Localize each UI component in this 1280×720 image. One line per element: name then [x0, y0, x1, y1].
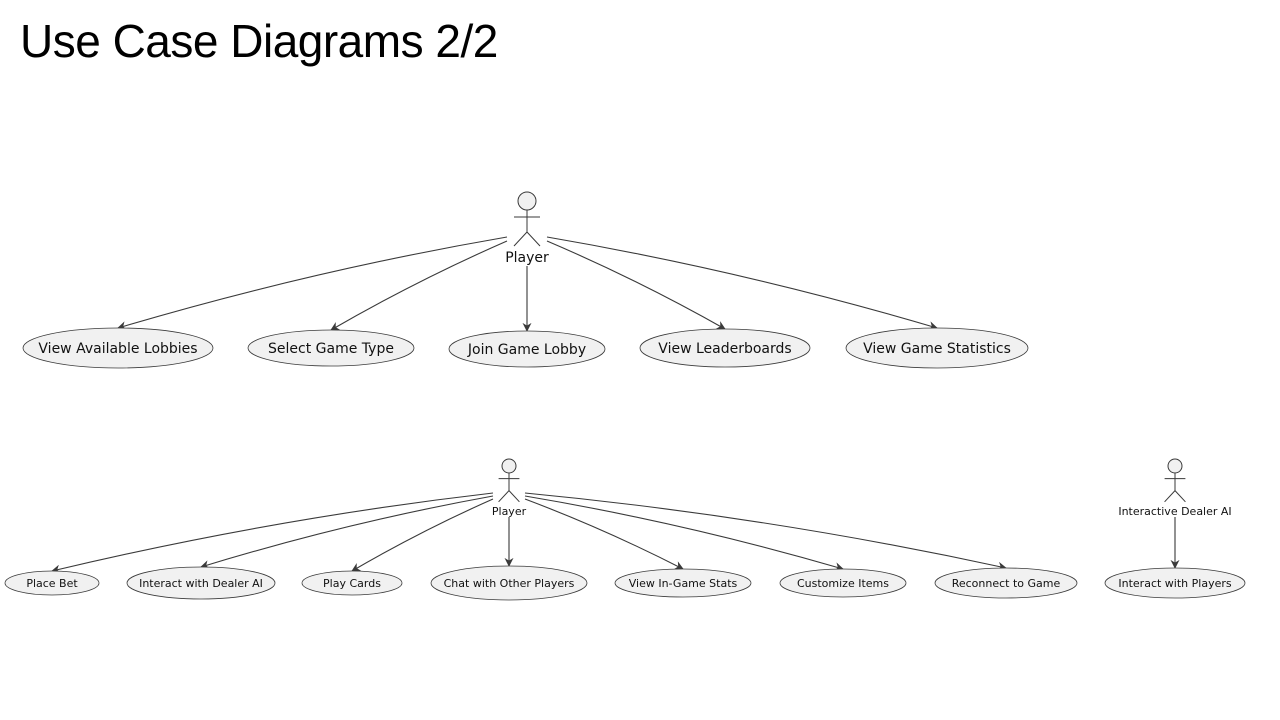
use-case-customize-items: Customize Items [779, 568, 907, 598]
use-case-label: View Available Lobbies [38, 341, 197, 357]
use-case-place-bet: Place Bet [4, 570, 100, 596]
association-arrow [546, 236, 938, 331]
use-case-reconnect-to-game: Reconnect to Game [934, 567, 1078, 599]
use-case-label: Interact with Dealer AI [139, 577, 263, 590]
use-case-label: Select Game Type [268, 341, 394, 357]
use-case-view-game-statistics: View Game Statistics [845, 327, 1029, 369]
use-case-join-game-lobby: Join Game Lobby [448, 330, 606, 368]
actor-name: Player [505, 250, 549, 266]
use-case-label: Chat with Other Players [444, 577, 575, 590]
association-arrow [330, 240, 508, 331]
use-case-label: Customize Items [797, 577, 889, 590]
use-case-ellipse [430, 565, 588, 601]
use-case-label: Join Game Lobby [467, 342, 586, 358]
use-case-ellipse [934, 567, 1078, 599]
actor-interactive-dealer-ai: Interactive Dealer AI [1118, 458, 1232, 518]
use-case-ellipse [4, 570, 100, 596]
use-case-label: View Leaderboards [658, 341, 791, 357]
actor-figure-icon [513, 210, 541, 247]
use-case-ellipse [1104, 567, 1246, 599]
use-case-select-game-type: Select Game Type [247, 329, 415, 367]
actor-head-icon [517, 191, 537, 211]
use-case-label: Interact with Players [1118, 577, 1231, 590]
use-case-label: Reconnect to Game [952, 577, 1061, 590]
association-arrow [524, 492, 1007, 571]
use-case-ellipse [247, 329, 415, 367]
association-arrow [524, 495, 844, 572]
association-arrow [524, 498, 684, 570]
use-case-interact-with-dealer-ai: Interact with Dealer AI [126, 566, 276, 600]
association-arrow [546, 240, 726, 330]
use-case-view-leaderboards: View Leaderboards [639, 328, 811, 368]
actor-figure-icon [1164, 473, 1186, 503]
use-case-play-cards: Play Cards [301, 570, 403, 596]
use-case-label: View In-Game Stats [629, 577, 738, 590]
association-arrow [51, 492, 494, 574]
actor-name: Player [492, 505, 527, 518]
use-case-ellipse [448, 330, 606, 368]
use-case-view-available-lobbies: View Available Lobbies [22, 327, 214, 369]
association-arrow [351, 498, 494, 572]
actor-player: Player [505, 191, 549, 266]
use-case-ellipse [845, 327, 1029, 369]
use-case-ellipse [779, 568, 907, 598]
use-case-diagram-2: Player Interactive Dealer AI Place Bet Inte… [4, 458, 1246, 601]
use-case-ellipse [639, 328, 811, 368]
actor-name: Interactive Dealer AI [1118, 505, 1231, 518]
actor-head-icon [1167, 458, 1183, 474]
use-case-label: Place Bet [26, 577, 78, 590]
use-case-label: View Game Statistics [863, 341, 1011, 357]
use-case-ellipse [22, 327, 214, 369]
association-arrow [117, 236, 508, 331]
use-case-ellipse [126, 566, 276, 600]
slide-title: Use Case Diagrams 2/2 [20, 15, 498, 67]
use-case-ellipse [301, 570, 403, 596]
association-arrow [200, 495, 494, 569]
use-case-label: Play Cards [323, 577, 381, 590]
actor-player: Player [492, 458, 527, 518]
use-case-view-in-game-stats: View In-Game Stats [614, 568, 752, 598]
use-case-ellipse [614, 568, 752, 598]
use-case-interact-with-players: Interact with Players [1104, 567, 1246, 599]
actor-head-icon [501, 458, 517, 474]
use-case-chat-with-other-players: Chat with Other Players [430, 565, 588, 601]
actor-figure-icon [498, 473, 520, 503]
